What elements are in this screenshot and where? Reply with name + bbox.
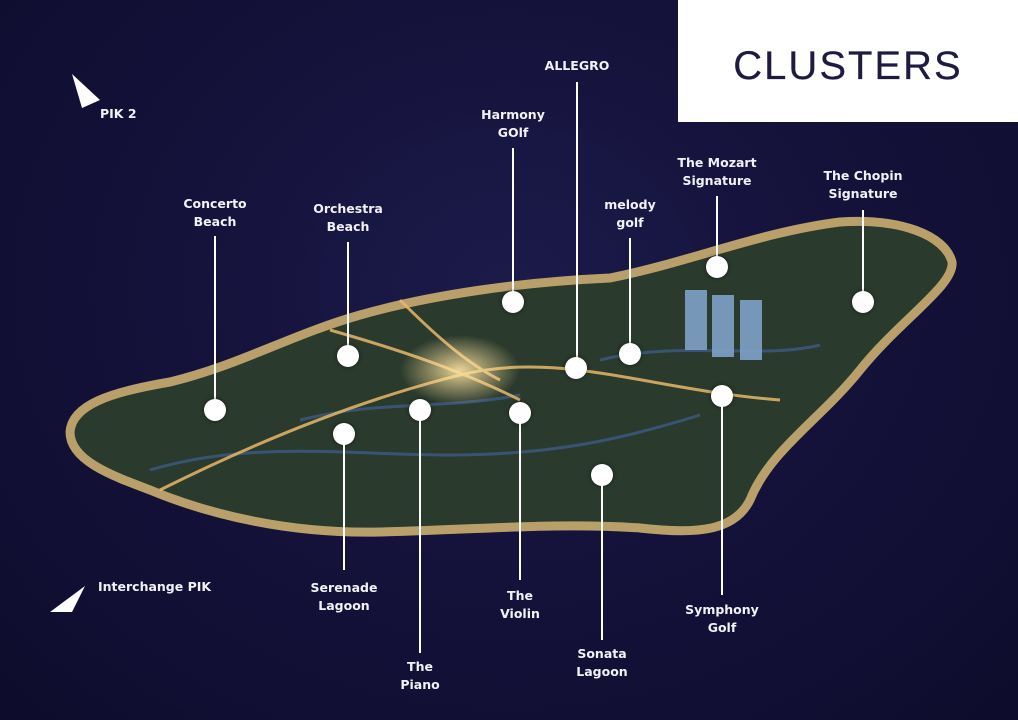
label-line: Serenade [310, 580, 378, 595]
leader-line [716, 196, 718, 267]
leader-line [512, 148, 514, 302]
label-line: Piano [400, 677, 440, 692]
leader-line [629, 238, 631, 354]
leader-line [347, 242, 349, 356]
label-line: Beach [326, 219, 370, 234]
cluster-marker[interactable] [337, 345, 359, 367]
cluster-marker[interactable] [565, 357, 587, 379]
direction-label-pik2: PIK 2 [100, 106, 137, 121]
leader-line [862, 210, 864, 302]
cluster-marker[interactable] [619, 343, 641, 365]
leader-line [601, 475, 603, 640]
label-line: Symphony [685, 602, 759, 617]
label-line: Orchestra [313, 201, 383, 216]
label-line: Signature [682, 173, 752, 188]
arrow-icon [72, 74, 100, 108]
leader-line [214, 236, 216, 410]
leader-line [576, 82, 578, 368]
towers [685, 290, 762, 360]
cluster-label-allegro[interactable]: ALLEGRO [545, 57, 610, 75]
leader-line [343, 434, 345, 570]
label-line: The [507, 588, 533, 603]
title-box: CLUSTERS [678, 0, 1018, 122]
direction-label-interchange: Interchange PIK [98, 579, 212, 594]
label-line: Sonata [577, 646, 627, 661]
plaza-glow [400, 335, 520, 405]
label-line: The Chopin [823, 168, 903, 183]
cluster-marker[interactable] [706, 256, 728, 278]
label-line: ALLEGRO [544, 58, 610, 73]
arrow-icon [50, 586, 85, 612]
label-line: GOlf [497, 125, 529, 140]
leader-line [519, 413, 521, 580]
label-line: Violin [500, 606, 540, 621]
page-title: CLUSTERS [733, 44, 963, 88]
label-line: Lagoon [318, 598, 370, 613]
label-line: Lagoon [576, 664, 628, 679]
label-line: The Mozart [677, 155, 757, 170]
label-line: Beach [193, 214, 237, 229]
cluster-marker[interactable] [852, 291, 874, 313]
label-line: Golf [707, 620, 737, 635]
leader-line [721, 396, 723, 595]
cluster-marker[interactable] [204, 399, 226, 421]
cluster-marker[interactable] [502, 291, 524, 313]
label-line: Signature [828, 186, 898, 201]
label-line: Concerto [183, 196, 247, 211]
cluster-label-melody-golf[interactable]: melody golf [604, 196, 655, 232]
label-line: The [407, 659, 433, 674]
label-line: golf [616, 215, 644, 230]
label-line: melody [604, 197, 656, 212]
label-line: Harmony [481, 107, 545, 122]
leader-line [419, 410, 421, 653]
